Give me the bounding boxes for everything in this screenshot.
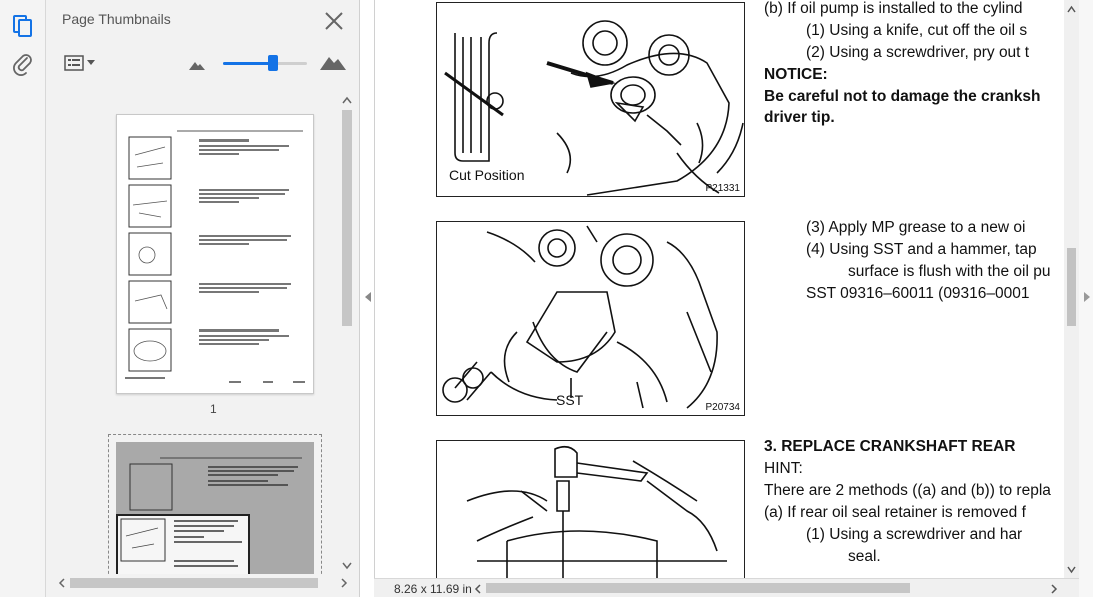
document-vertical-scrollbar[interactable] [1064,0,1079,578]
figure-rear-seal [436,440,745,578]
text-line: surface is flush with the oil pu [848,263,1051,280]
window-edge [1079,0,1093,597]
zoom-slider-thumb[interactable] [268,55,279,71]
text-line: (a) If rear oil seal retainer is removed… [764,504,1026,521]
collapse-panel-icon[interactable] [364,291,372,306]
thumbnail-page-1[interactable] [116,114,314,394]
text-line: (1) Using a screwdriver and har [806,526,1023,543]
notice-text: Be careful not to damage the cranksh [764,88,1041,105]
zoom-slider[interactable] [223,62,307,65]
scroll-thumb[interactable] [1067,248,1076,326]
panel-title: Page Thumbnails [62,11,171,27]
thumbnails-vertical-scrollbar[interactable] [340,92,354,574]
figure-label: Cut Position [449,167,525,183]
thumbnail-viewport-indicator[interactable] [116,514,250,574]
figure-code: P20734 [705,402,740,413]
text-line: (4) Using SST and a hammer, tap [806,241,1037,258]
text-line: SST 09316–60011 (09316–0001 [806,285,1030,302]
text-line: There are 2 methods ((a) and (b)) to rep… [764,482,1051,499]
figure-sst-install: SST P20734 [436,221,745,416]
scroll-thumb[interactable] [70,578,318,588]
thumbnails-horizontal-scrollbar[interactable] [56,575,352,591]
zoom-slider-fill [223,62,274,65]
thumbnail-selection-frame [108,434,322,574]
text-line: seal. [848,548,881,565]
figure-label: SST [556,392,584,408]
text-line: (b) If oil pump is installed to the cyli… [764,0,1023,17]
figure-cut-position: Cut Position P21331 [436,2,745,197]
section-heading: 3. REPLACE CRANKSHAFT REAR [764,438,1016,455]
text-line: HINT: [764,460,803,477]
notice-heading: NOTICE: [764,66,828,83]
text-line: (3) Apply MP grease to a new oi [806,219,1026,236]
thumbnails-panel: Page Thumbnails [46,0,360,597]
close-icon[interactable] [322,9,346,33]
page-size-label: 8.26 x 11.69 in [394,582,472,596]
document-view[interactable]: Cut Position P21331 [374,0,1079,578]
document-horizontal-scrollbar[interactable]: 8.26 x 11.69 in [374,578,1079,597]
paperclip-icon[interactable] [11,52,35,76]
notice-text: driver tip. [764,109,835,126]
small-mountain-icon[interactable] [189,57,205,75]
scroll-thumb[interactable] [486,583,910,593]
pages-icon[interactable] [11,14,35,38]
document-page: Cut Position P21331 [375,0,1079,578]
text-line: (1) Using a knife, cut off the oil s [806,22,1028,39]
thumbnail-list: 1 [60,92,353,574]
scroll-thumb[interactable] [342,110,352,326]
thumbnail-page-2[interactable] [116,442,314,574]
thumbnail-toolbar [46,46,360,80]
text-line: (2) Using a screwdriver, pry out t [806,44,1030,61]
left-toolrail [0,0,46,597]
large-mountain-icon[interactable] [320,54,346,75]
figure-code: P21331 [705,183,740,194]
thumbnail-options-icon[interactable] [64,53,96,73]
scroll-track [342,110,352,556]
thumbnail-page-number: 1 [210,402,217,416]
